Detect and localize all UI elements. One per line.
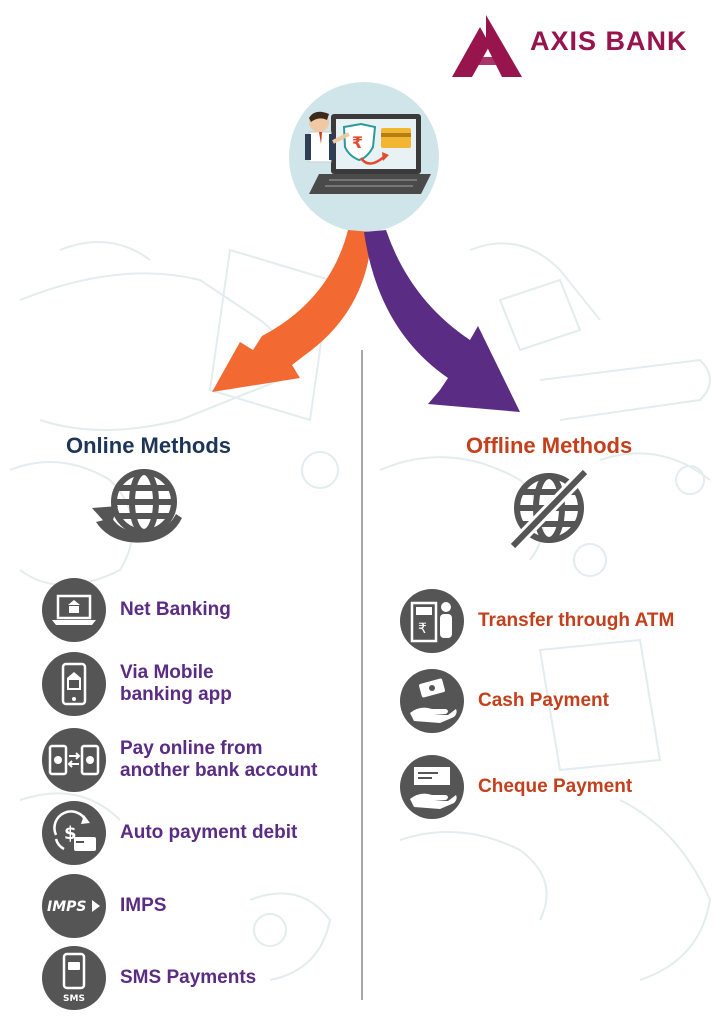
offline-item-label: Cash Payment — [478, 690, 609, 711]
online-item-mobile-banking: Via Mobile banking app — [42, 652, 232, 716]
online-item-imps: IMPS IMPS — [42, 874, 166, 938]
online-item-label: Via Mobile — [120, 662, 214, 683]
offline-methods-heading: Offline Methods — [466, 433, 633, 458]
svg-text:₹: ₹ — [352, 133, 363, 152]
svg-text:$: $ — [64, 823, 77, 844]
online-methods-heading: Online Methods — [66, 433, 231, 458]
cash-hand-icon — [400, 669, 464, 733]
online-arrow-icon — [212, 230, 372, 392]
offline-item-atm: ₹ Transfer through ATM — [400, 589, 674, 653]
offline-item-cash: Cash Payment — [400, 669, 609, 733]
offline-item-cheque: Cheque Payment — [400, 755, 632, 819]
online-item-label: Auto payment debit — [120, 822, 298, 843]
online-item-label: Net Banking — [120, 599, 231, 620]
sms-phone-icon: SMS — [42, 946, 106, 1010]
phone-transfer-icon — [42, 728, 106, 792]
offline-item-label: Transfer through ATM — [478, 610, 675, 631]
cheque-hand-icon — [400, 755, 464, 819]
offline-arrow-icon — [364, 230, 520, 412]
laptop-bank-icon — [42, 578, 106, 642]
atm-user-icon: ₹ — [400, 589, 464, 653]
man-with-laptop-payment-icon: ₹ — [289, 82, 439, 232]
globe-with-arrow-icon — [92, 469, 182, 543]
offline-item-label: Cheque Payment — [478, 776, 633, 797]
online-item-label: IMPS — [120, 895, 167, 916]
column-divider — [361, 350, 363, 1000]
online-item-label: Pay online from — [120, 738, 263, 759]
online-item-label-line2: another bank account — [120, 760, 318, 781]
sms-icon-text: SMS — [63, 994, 85, 1004]
auto-debit-icon: $ — [42, 801, 106, 865]
online-item-label: SMS Payments — [120, 967, 257, 988]
mobile-bank-icon — [42, 652, 106, 716]
online-item-label-line2: banking app — [120, 684, 232, 705]
online-item-other-bank: Pay online from another bank account — [42, 728, 317, 792]
imps-logo-icon: IMPS — [42, 874, 106, 938]
axis-a-logo-icon — [452, 15, 522, 77]
online-item-auto-debit: $ Auto payment debit — [42, 801, 297, 865]
online-item-sms: SMS SMS Payments — [42, 946, 256, 1010]
brand-name: AXIS BANK — [530, 26, 688, 56]
svg-text:₹: ₹ — [418, 621, 427, 637]
imps-logo-text: IMPS — [47, 899, 86, 915]
online-item-net-banking: Net Banking — [42, 578, 231, 642]
globe-crossed-icon — [508, 467, 590, 551]
